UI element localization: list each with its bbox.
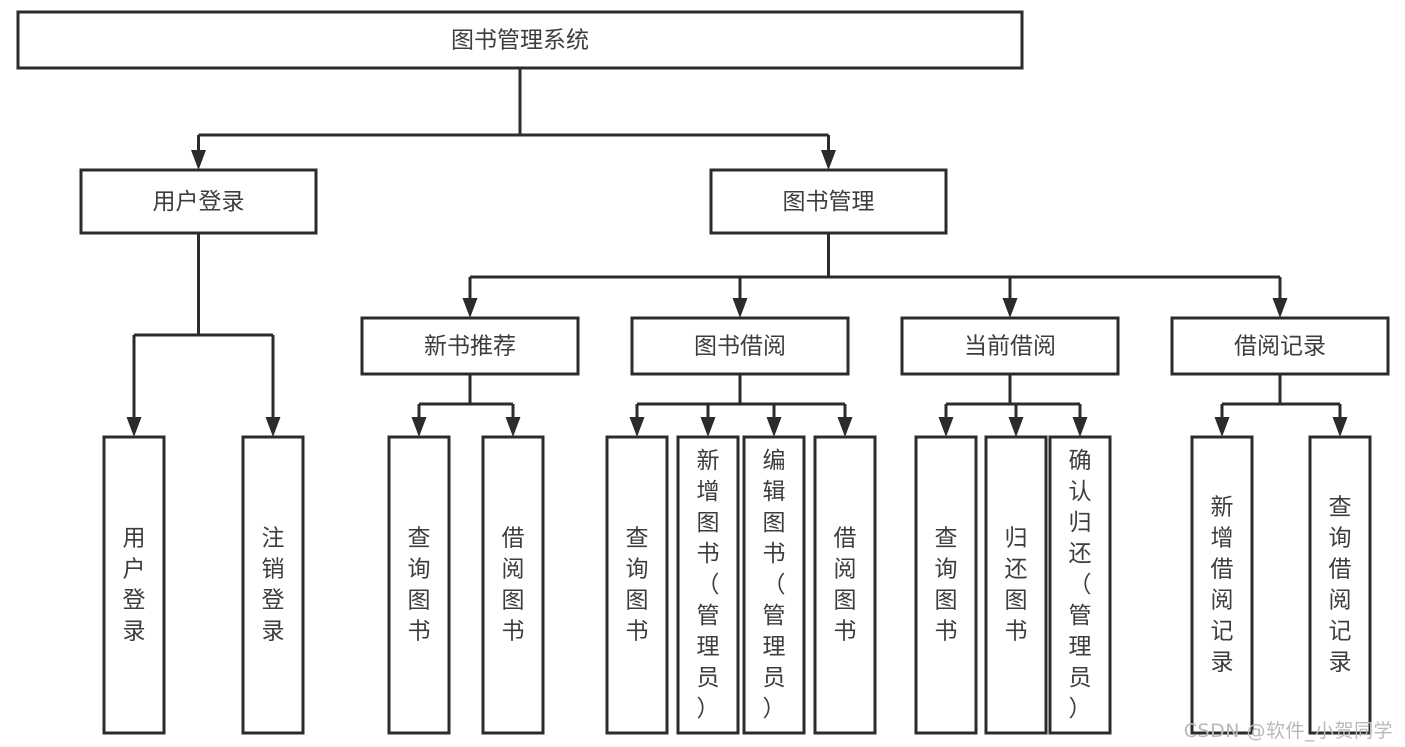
node-function-10[interactable]: 归还图书 — [984, 435, 1048, 735]
connector-root-to-modules — [191, 68, 836, 170]
arrow-head-icon — [1214, 417, 1230, 437]
connector-sub-2-to-functions — [629, 374, 853, 437]
node-function-5-box[interactable] — [605, 435, 669, 735]
arrow-head-icon — [732, 298, 748, 318]
arrow-head-icon — [411, 417, 427, 437]
arrow-head-icon — [505, 417, 521, 437]
arrow-head-icon — [1002, 298, 1018, 318]
node-module-1-label: 用户登录 — [153, 189, 245, 215]
arrow-head-icon — [700, 417, 716, 437]
node-function-11-box[interactable] — [1048, 435, 1112, 735]
node-function-11[interactable]: 确认归还（管理员） — [1048, 435, 1112, 735]
arrow-head-icon — [629, 417, 645, 437]
connector-book-mgmt-to-submodules — [462, 233, 1288, 318]
node-function-1[interactable]: 用户登录 — [102, 435, 166, 735]
arrow-head-icon — [126, 417, 142, 437]
node-submodule-4-box[interactable] — [1170, 316, 1390, 376]
node-function-7-box[interactable] — [742, 435, 806, 735]
node-function-12-box[interactable] — [1190, 435, 1254, 735]
node-function-12[interactable]: 新增借阅记录 — [1190, 435, 1254, 735]
node-root-system-box[interactable] — [16, 10, 1024, 70]
node-function-9[interactable]: 查询图书 — [914, 435, 978, 735]
node-function-2-label: 注销登录 — [262, 525, 285, 644]
node-function-7[interactable]: 编辑图书（管理员） — [742, 435, 806, 735]
node-function-9-label: 查询图书 — [935, 525, 958, 644]
node-function-5-label: 查询图书 — [626, 525, 649, 644]
node-function-8-label: 借阅图书 — [834, 525, 857, 644]
node-root-system-label: 图书管理系统 — [451, 28, 589, 54]
node-function-3[interactable]: 查询图书 — [387, 435, 451, 735]
arrow-head-icon — [1272, 298, 1288, 318]
arrow-head-icon — [462, 298, 478, 318]
node-root-system[interactable]: 图书管理系统 — [16, 10, 1024, 70]
node-module-2-label: 图书管理 — [783, 189, 875, 215]
node-function-10-box[interactable] — [984, 435, 1048, 735]
arrow-head-icon — [766, 417, 782, 437]
connector-sub-4-to-functions — [1214, 374, 1348, 437]
node-function-2[interactable]: 注销登录 — [241, 435, 305, 735]
node-function-8-box[interactable] — [813, 435, 877, 735]
watermark-label: CSDN @软件_小贺同学 — [1183, 720, 1393, 742]
node-module-1-box[interactable] — [79, 168, 318, 235]
node-submodule-3[interactable]: 当前借阅 — [900, 316, 1120, 376]
arrow-head-icon — [1008, 417, 1024, 437]
node-function-1-label: 用户登录 — [123, 525, 146, 644]
node-function-13-label: 查询借阅记录 — [1329, 494, 1352, 675]
node-function-4-label: 借阅图书 — [502, 525, 525, 644]
node-boxes: 图书管理系统用户登录图书管理新书推荐图书借阅当前借阅借阅记录用户登录注销登录查询… — [16, 10, 1390, 735]
node-submodule-4[interactable]: 借阅记录 — [1170, 316, 1390, 376]
node-submodule-1[interactable]: 新书推荐 — [360, 316, 580, 376]
arrow-head-icon — [265, 417, 281, 437]
node-function-5[interactable]: 查询图书 — [605, 435, 669, 735]
node-submodule-2-box[interactable] — [630, 316, 850, 376]
node-function-10-label: 归还图书 — [1005, 525, 1028, 644]
node-module-2[interactable]: 图书管理 — [709, 168, 948, 235]
node-submodule-4-label: 借阅记录 — [1234, 334, 1326, 360]
arrow-head-icon — [191, 150, 206, 170]
node-submodule-3-label: 当前借阅 — [964, 334, 1056, 360]
node-submodule-2-label: 图书借阅 — [694, 334, 786, 360]
arrow-head-icon — [1332, 417, 1348, 437]
node-module-2-box[interactable] — [709, 168, 948, 235]
node-function-13-box[interactable] — [1308, 435, 1372, 735]
arrow-head-icon — [837, 417, 853, 437]
node-function-1-box[interactable] — [102, 435, 166, 735]
node-function-6-label: 新增图书（管理员） — [697, 448, 720, 722]
arrow-head-icon — [938, 417, 954, 437]
node-function-3-label: 查询图书 — [408, 525, 431, 644]
node-function-11-label: 确认归还（管理员） — [1069, 448, 1092, 722]
node-submodule-2[interactable]: 图书借阅 — [630, 316, 850, 376]
connector-sub-1-to-functions — [411, 374, 521, 437]
node-submodule-1-box[interactable] — [360, 316, 580, 376]
node-function-4[interactable]: 借阅图书 — [481, 435, 545, 735]
node-function-9-box[interactable] — [914, 435, 978, 735]
arrow-head-icon — [821, 150, 836, 170]
node-function-13[interactable]: 查询借阅记录 — [1308, 435, 1372, 735]
node-function-3-box[interactable] — [387, 435, 451, 735]
node-function-7-label: 编辑图书（管理员） — [763, 448, 786, 722]
node-function-6-box[interactable] — [676, 435, 740, 735]
node-module-1[interactable]: 用户登录 — [79, 168, 318, 235]
node-function-12-label: 新增借阅记录 — [1211, 494, 1234, 675]
node-function-6[interactable]: 新增图书（管理员） — [676, 435, 740, 735]
node-function-2-box[interactable] — [241, 435, 305, 735]
node-submodule-1-label: 新书推荐 — [424, 334, 516, 360]
node-function-8[interactable]: 借阅图书 — [813, 435, 877, 735]
connector-sub-3-to-functions — [938, 374, 1088, 437]
connector-edges — [126, 68, 1348, 437]
node-function-4-box[interactable] — [481, 435, 545, 735]
node-submodule-3-box[interactable] — [900, 316, 1120, 376]
connector-login-to-functions — [126, 233, 281, 437]
arrow-head-icon — [1072, 417, 1088, 437]
